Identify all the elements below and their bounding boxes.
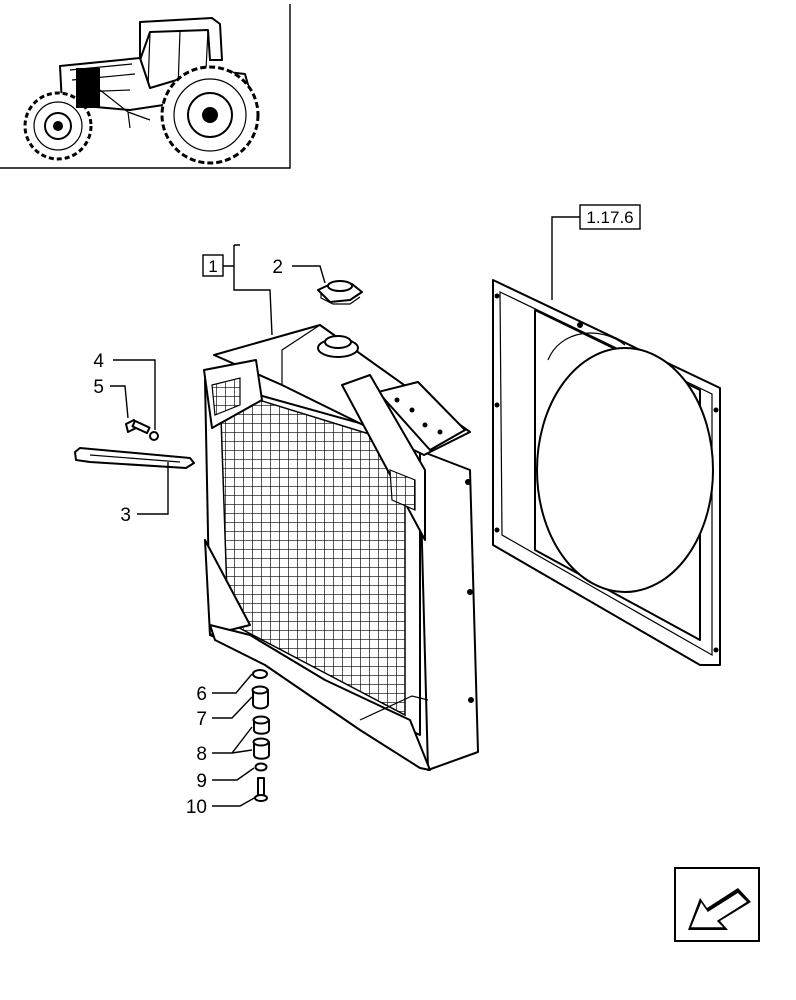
washer-and-bolt <box>125 419 159 441</box>
radiator <box>203 324 479 771</box>
callout-numbers: 2 3 4 5 6 7 8 9 10 <box>93 257 283 818</box>
mounting-stack <box>251 669 270 802</box>
callout-8: 8 <box>196 744 207 765</box>
fan-shroud <box>492 279 721 666</box>
reference-box-1176: 1.17.6 <box>551 204 641 300</box>
reference-box-1-label: 1 <box>208 257 217 276</box>
tractor-thumbnail-icon <box>0 4 291 169</box>
callout-7: 7 <box>196 709 207 730</box>
arrow-down-left-icon[interactable] <box>674 867 760 942</box>
callout-3: 3 <box>120 505 131 526</box>
callout-10: 10 <box>186 797 207 818</box>
support-bar <box>74 447 195 469</box>
radiator-cap <box>317 280 363 305</box>
callout-2: 2 <box>272 257 283 278</box>
leader-lines <box>110 265 326 807</box>
callout-5: 5 <box>93 377 104 398</box>
callout-4: 4 <box>93 351 104 372</box>
reference-box-1176-label: 1.17.6 <box>586 208 633 227</box>
callout-6: 6 <box>196 684 207 705</box>
callout-9: 9 <box>196 771 207 792</box>
reference-box-1: 1 <box>202 244 273 336</box>
